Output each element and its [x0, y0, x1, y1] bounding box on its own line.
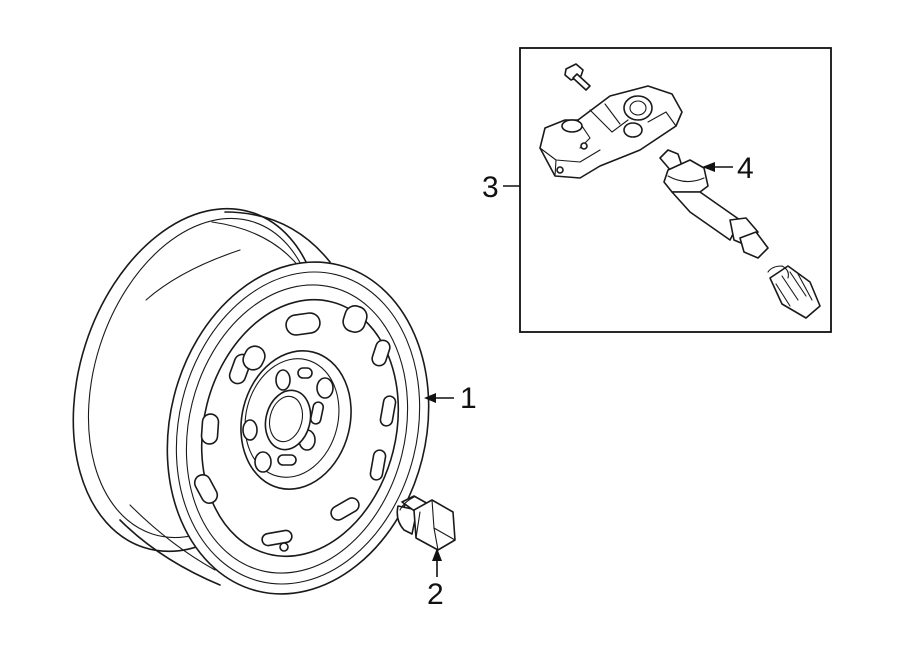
callout-3: 3 [482, 171, 520, 204]
vent-holes [193, 305, 397, 547]
callout-4-label: 4 [737, 152, 754, 185]
callout-1: 1 [424, 382, 477, 415]
valve-cap-illustration [767, 265, 821, 319]
callout-3-label: 3 [482, 171, 499, 204]
callout-2: 2 [427, 548, 444, 611]
valve-stem-illustration [659, 149, 769, 259]
callout-1-label: 1 [460, 382, 477, 415]
callout-4: 4 [702, 152, 754, 185]
tpms-kit-inset-frame [519, 47, 832, 333]
lug-nut-illustration [396, 495, 456, 551]
tpms-sensor-illustration [539, 85, 683, 179]
steel-wheel-illustration [72, 207, 430, 595]
sensor-screw-illustration [564, 63, 591, 91]
callout-2-label: 2 [427, 578, 444, 611]
